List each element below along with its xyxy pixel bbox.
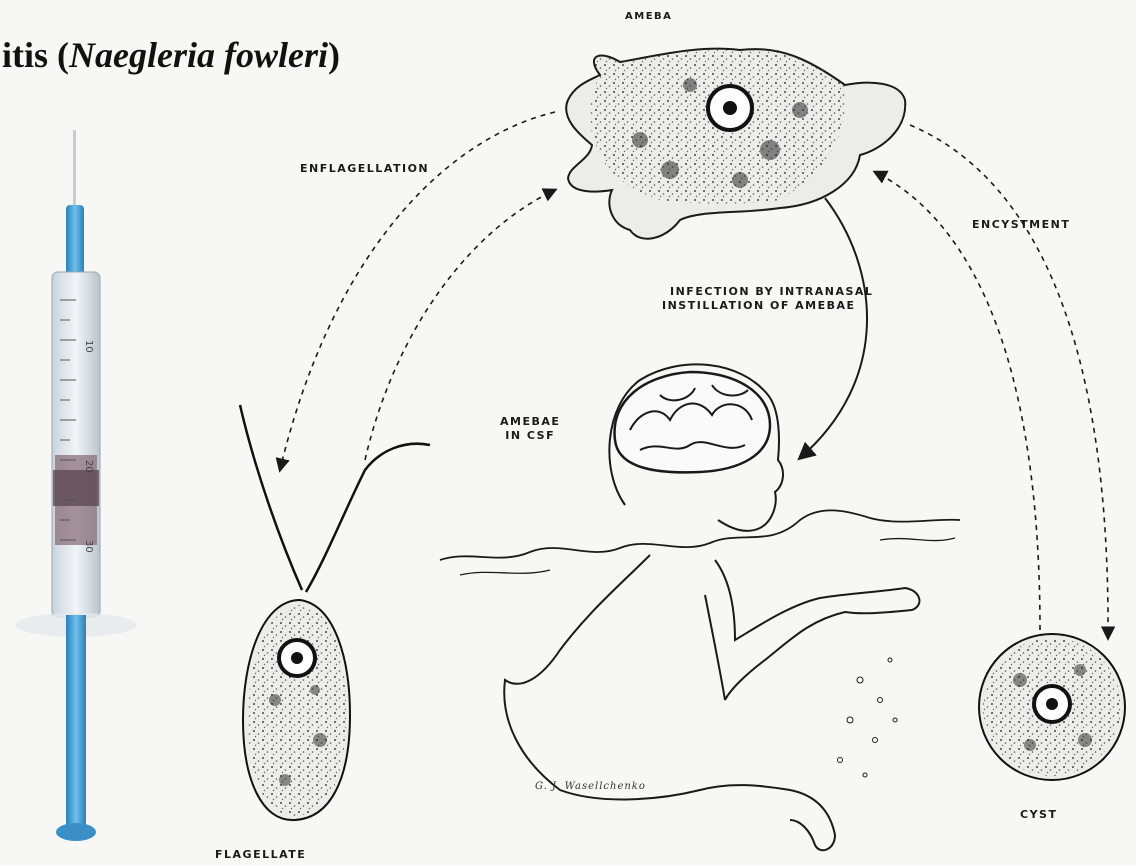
cyst-cell [979,634,1125,780]
label-enflagellation: ENFLAGELLATION [300,162,429,176]
flagellate-cell [240,405,430,820]
label-infection: INFECTION BY INTRANASAL INSTILLATION OF … [662,285,873,313]
label-encystment: ENCYSTMENT [972,218,1070,232]
syringe-thumb-rest [56,823,96,841]
artist-signature: G. J. Wasellchenko [535,781,646,792]
syringe-plunger-rod [66,615,86,830]
torso [504,555,835,850]
syringe-barrel [52,272,100,617]
syringe-marking-20: 20 [83,460,94,473]
label-ameba: AMEBA [625,11,672,24]
arrow-encystment-outer [910,125,1108,638]
ameba-cell [566,49,905,239]
syringe-marking-10: 10 [83,340,94,353]
arrow-cyst-to-ameba [875,172,1040,630]
arm [715,560,919,700]
arrow-infection [800,198,867,458]
label-amebae-in-csf-line2: IN CSF [500,429,560,443]
label-amebae-in-csf-line1: AMEBAE [500,415,560,429]
label-infection-line1: INFECTION BY INTRANASAL [662,285,873,299]
syringe-needle [73,130,76,210]
syringe-plunger-seal [53,470,99,506]
label-flagellate: FLAGELLATE [215,848,306,862]
syringe-marking-30: 30 [83,540,94,553]
water-surface [440,510,960,560]
label-infection-line2: INSTILLATION OF AMEBAE [662,299,873,313]
label-amebae-in-csf: AMEBAE IN CSF [500,415,560,443]
syringe: 10 20 30 [16,130,136,841]
syringe-hub [66,205,84,275]
label-cyst: CYST [1020,808,1057,822]
